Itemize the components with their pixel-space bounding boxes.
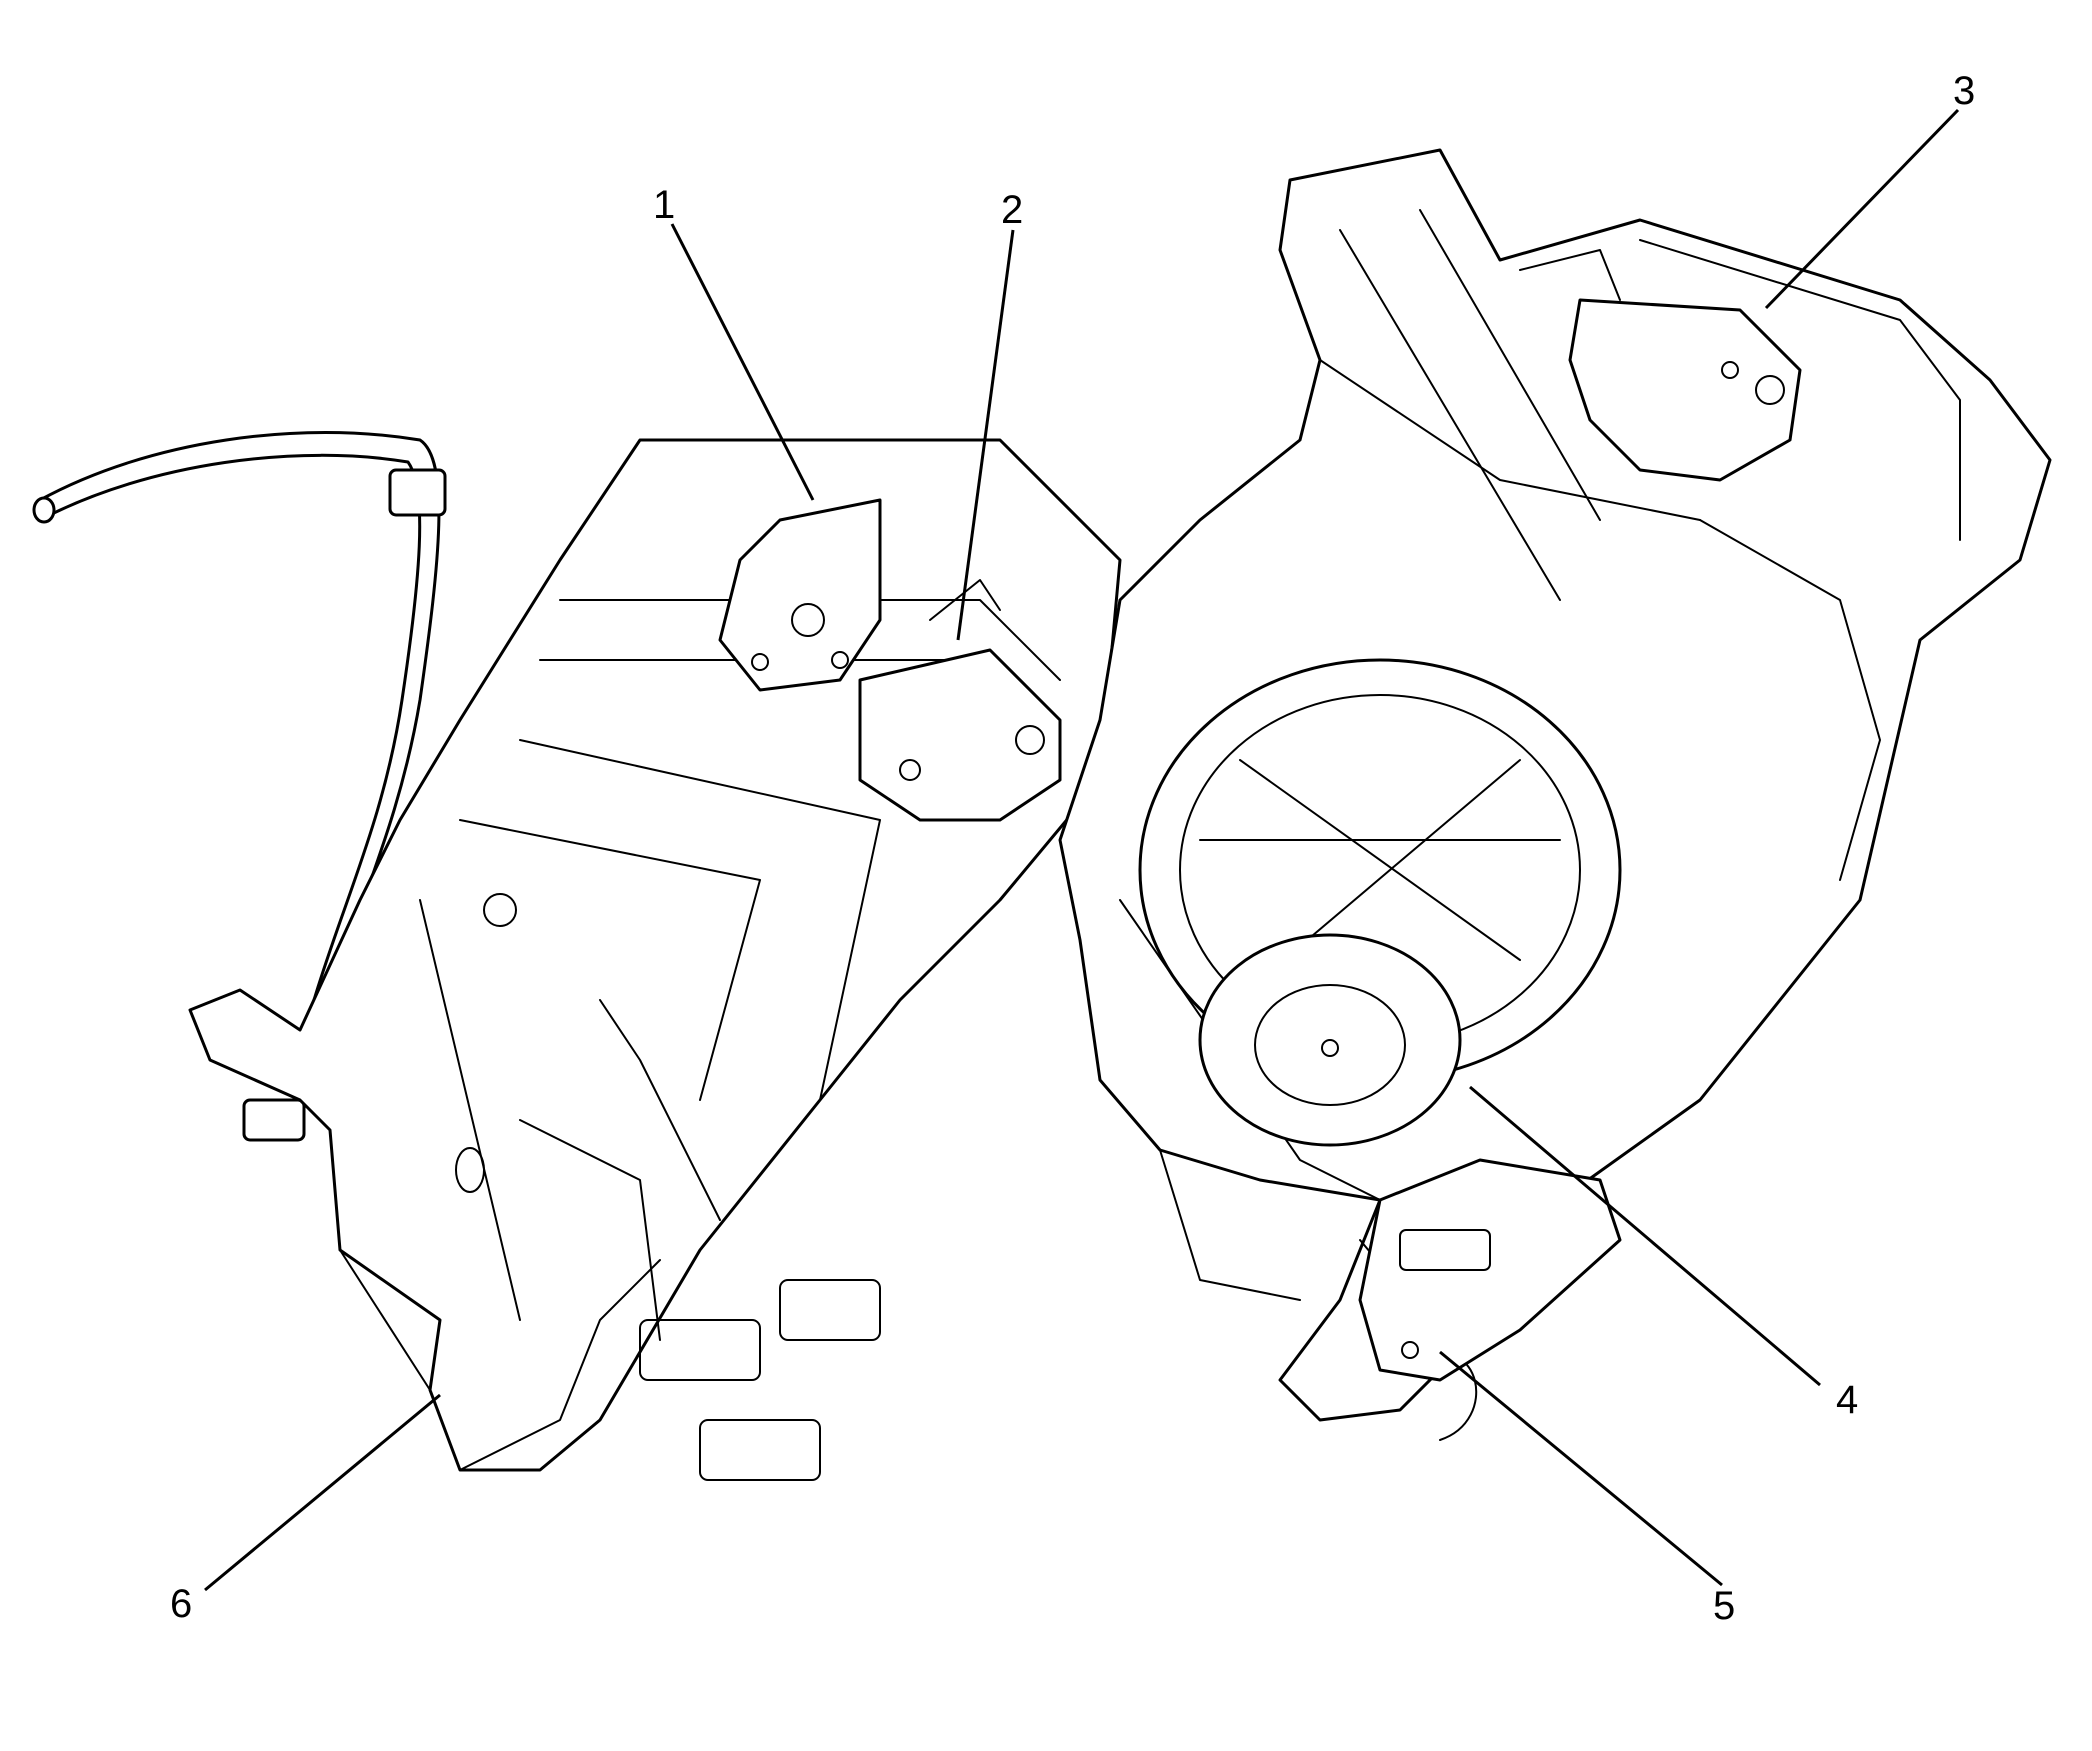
leader-5 (1439, 1350, 1723, 1587)
callout-4: 4 (1836, 1378, 1858, 1422)
callout-labels: 1 2 3 4 5 6 (170, 69, 1975, 1628)
actuator-2-icon (858, 579, 1062, 822)
blower-motor-resistor-icon (1358, 1158, 1622, 1382)
hvac-case-left (188, 438, 1122, 1481)
leader-2 (956, 229, 1015, 641)
callout-3: 3 (1953, 69, 1975, 113)
callout-1: 1 (653, 183, 675, 227)
leader-lines (204, 108, 1960, 1592)
actuator-3-icon (1519, 249, 1802, 482)
leader-4 (1469, 1085, 1821, 1387)
blower-motor-icon (1138, 658, 1622, 1147)
leader-6 (204, 1393, 441, 1592)
leader-1 (670, 223, 815, 501)
leader-3 (1764, 108, 1960, 310)
wire-harness (32, 431, 447, 1142)
callout-6: 6 (170, 1582, 192, 1626)
callout-2: 2 (1001, 188, 1023, 232)
callout-5: 5 (1713, 1584, 1735, 1628)
actuator-1-icon (718, 498, 882, 692)
